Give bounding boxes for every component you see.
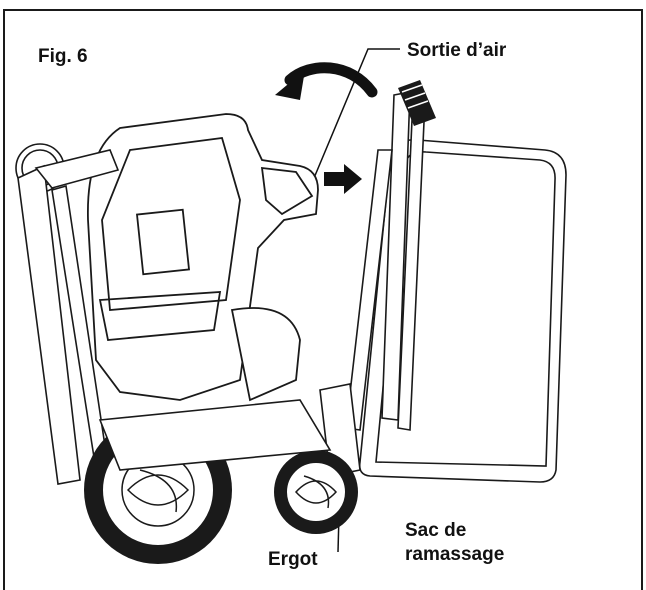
wheel-axle-housing <box>100 400 330 470</box>
handle-grip-icon <box>398 80 436 126</box>
label-collection-bag-line1: Sac de <box>405 520 467 541</box>
push-arrow-icon <box>324 164 362 194</box>
label-air-outlet: Sortie d’air <box>407 40 507 61</box>
handle-tube <box>16 144 118 484</box>
label-collection-bag-line2: ramassage <box>405 544 505 565</box>
label-lug: Ergot <box>268 549 318 570</box>
figure-frame <box>4 10 642 590</box>
figure-number: Fig. 6 <box>38 46 88 67</box>
blower-body <box>88 114 318 400</box>
front-wheel <box>274 450 358 534</box>
rotation-arrow-icon <box>275 68 372 100</box>
